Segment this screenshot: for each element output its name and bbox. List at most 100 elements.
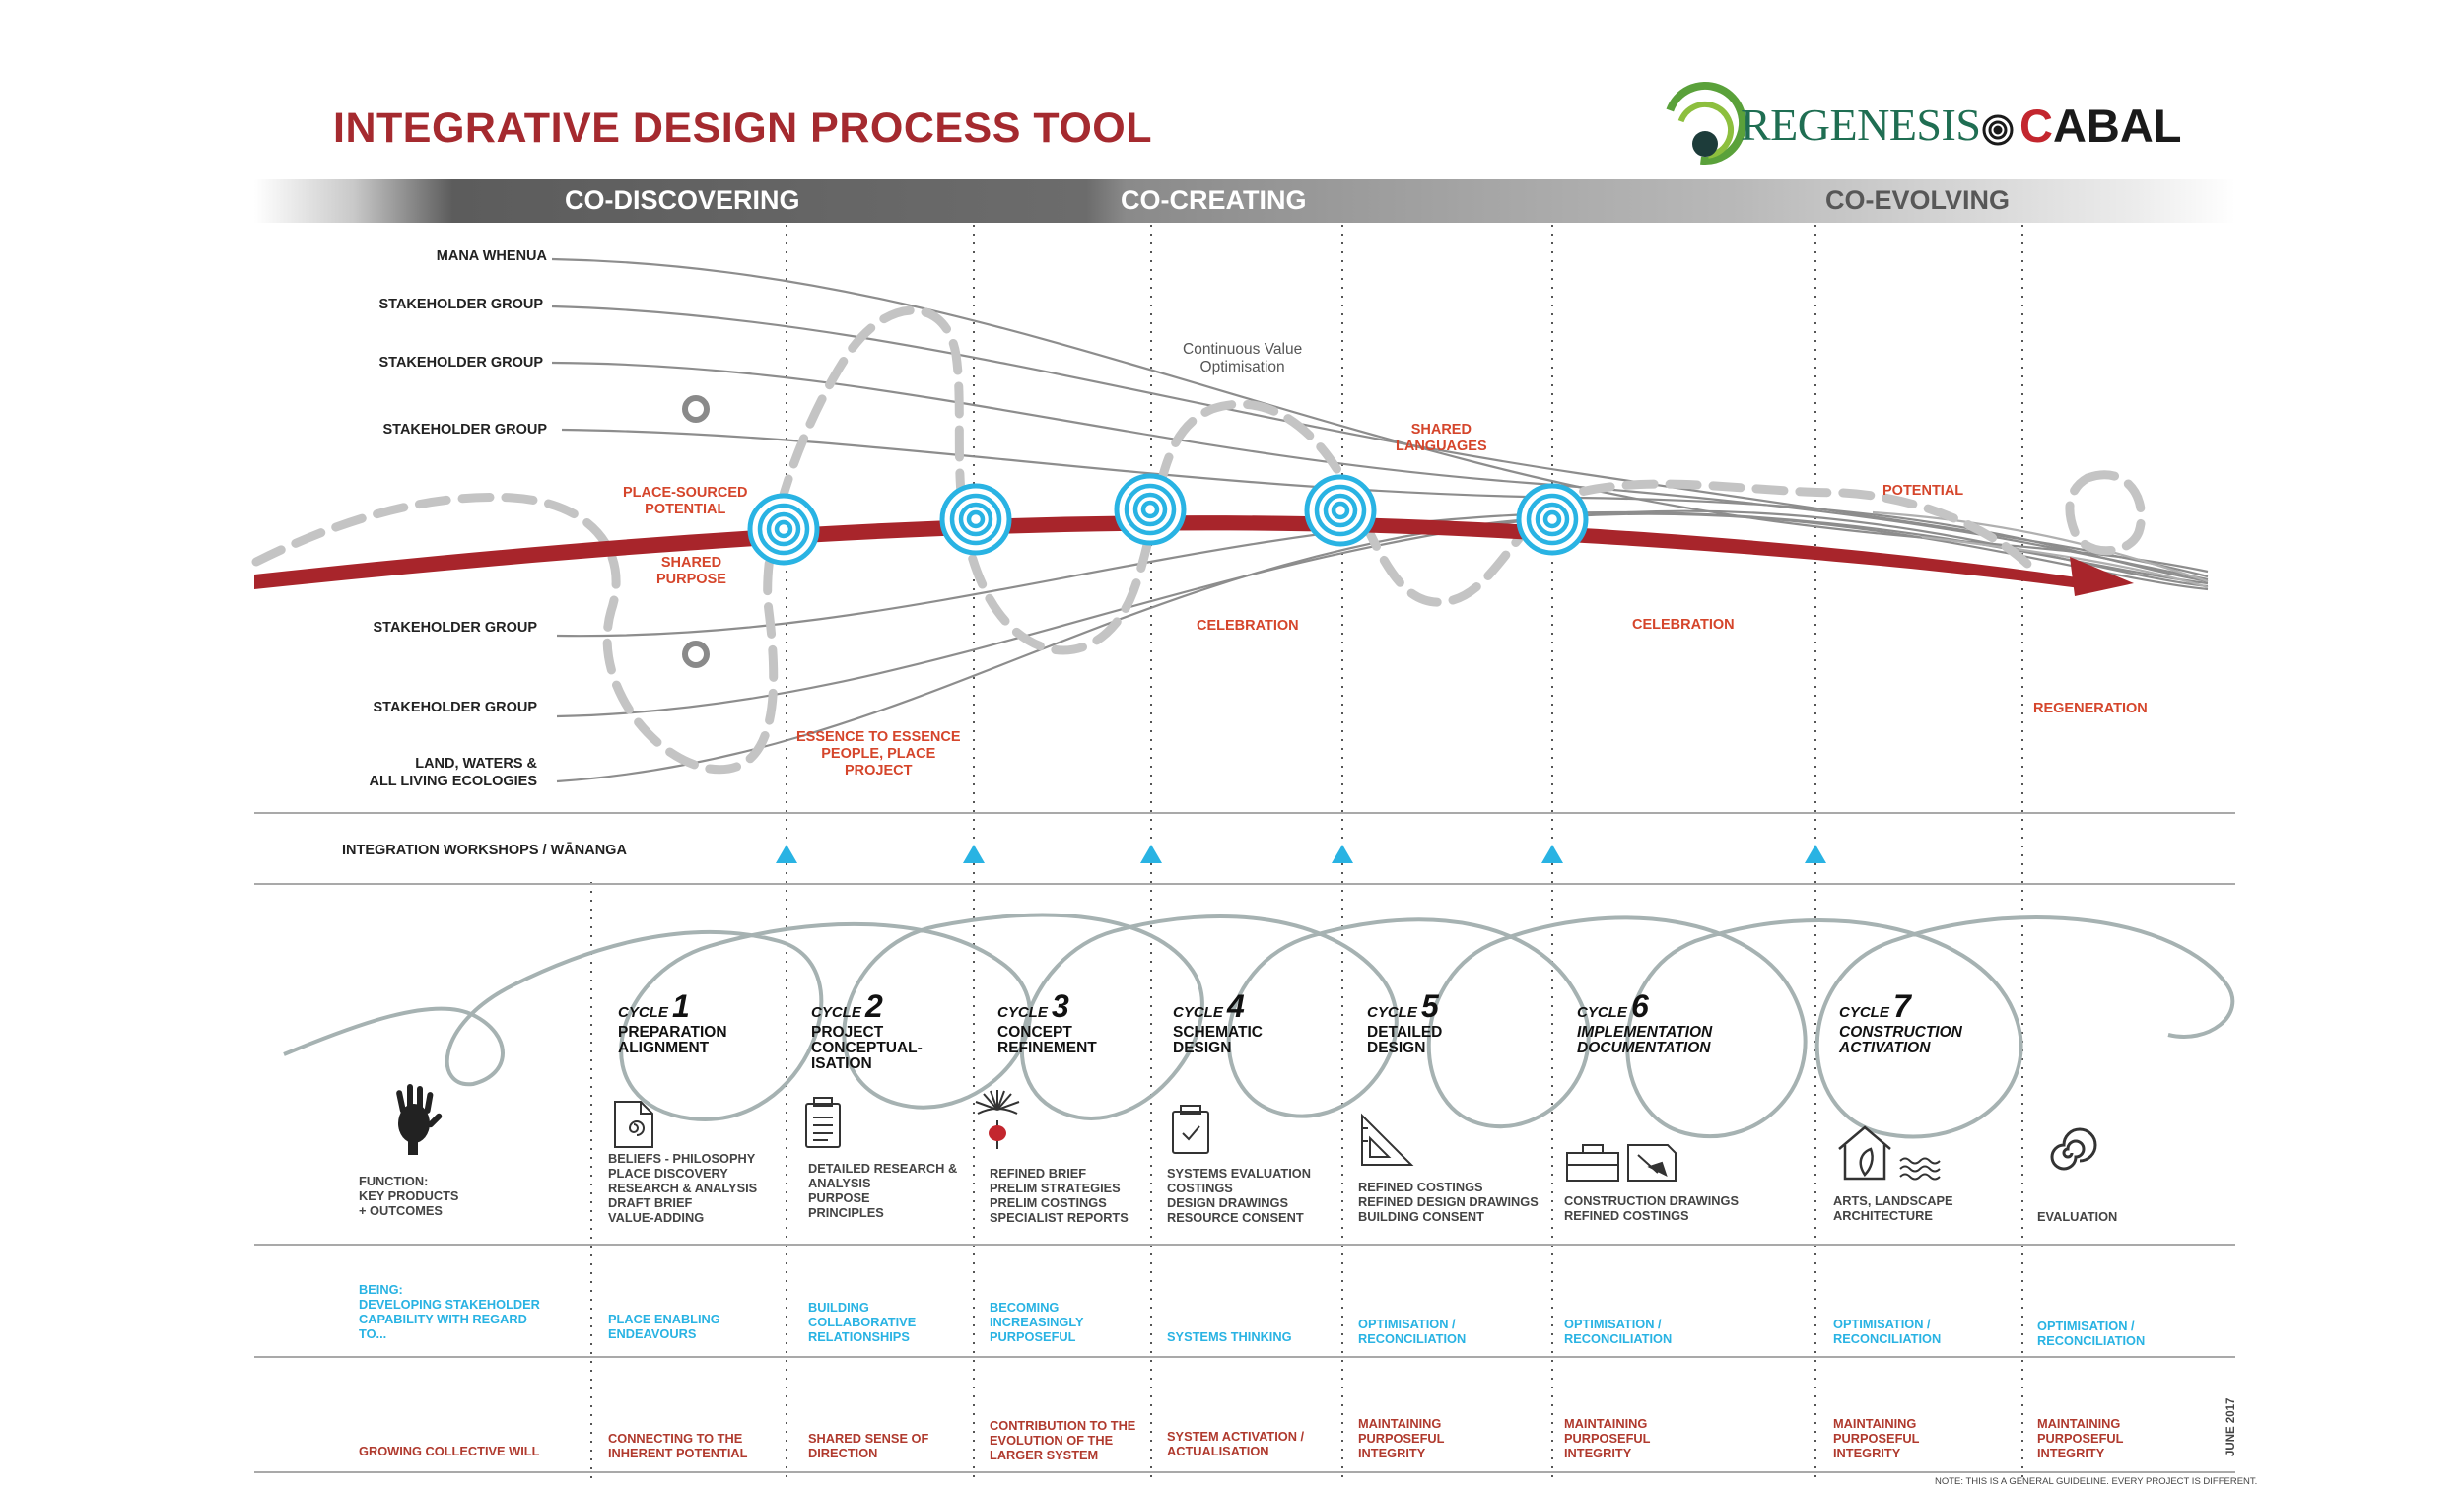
cabal-logo-rest: ABAL: [2052, 100, 2182, 152]
phase-co-discovering: CO-DISCOVERING: [565, 185, 800, 215]
lane-stakeholder-group: STAKEHOLDER GROUP: [378, 297, 544, 312]
workshops-label: INTEGRATION WORKSHOPS / WĀNANGA: [342, 843, 627, 858]
text-line: ARCHITECTURE: [1833, 1207, 1933, 1223]
text-line: MAINTAINING: [1358, 1416, 1442, 1431]
text-line: REFINED BRIEF: [990, 1166, 1087, 1181]
integration-node: [747, 493, 820, 566]
text-line: SYSTEMS EVALUATION: [1167, 1166, 1311, 1181]
cycle-name-line: DETAILED: [1367, 1023, 1443, 1041]
clipboard-icon: [805, 1097, 841, 1148]
key-products-cell: EVALUATION: [2037, 1209, 2117, 1225]
lane-stakeholder-group: STAKEHOLDER GROUP: [382, 422, 548, 438]
footnote: NOTE: THIS IS A GENERAL GUIDELINE. EVERY…: [1935, 1476, 2258, 1487]
label-line: ESSENCE TO ESSENCE: [796, 729, 961, 745]
text-line: PLACE DISCOVERY: [608, 1165, 728, 1181]
sunburst-plant-icon: [975, 1090, 1020, 1149]
lane-mana-whenua: MANA WHENUA: [436, 248, 547, 264]
cycle-name-line: ALIGNMENT: [618, 1040, 710, 1057]
text-line: BECOMING: [990, 1300, 1060, 1315]
label-line: PLACE-SOURCED: [623, 485, 748, 501]
stakeholder-flow-lines: [551, 257, 2209, 783]
main-process-arrow: [254, 515, 2134, 596]
text-line: LARGER SYSTEM: [990, 1447, 1099, 1462]
workshop-marker-triangle: [1805, 845, 1826, 863]
integration-node: [1114, 473, 1187, 546]
label-line: PROJECT: [845, 763, 913, 779]
label-line: TO...: [359, 1325, 387, 1341]
text-line: OPTIMISATION /: [1564, 1317, 1662, 1331]
label-line: LANGUAGES: [1396, 439, 1487, 455]
text-line: RECONCILIATION: [1564, 1330, 1673, 1346]
text-line: ANALYSIS: [808, 1175, 871, 1190]
cycle-name-line: CONSTRUCTION: [1839, 1023, 1962, 1041]
text-line: OPTIMISATION /: [2037, 1319, 2135, 1333]
text-line: SPECIALIST REPORTS: [990, 1209, 1129, 1225]
cycle-name-line: PREPARATION: [618, 1023, 727, 1041]
cycle-name-line: CONCEPT: [997, 1023, 1072, 1041]
cycles-spiral: [283, 913, 2235, 1139]
label-line: FUNCTION:: [359, 1174, 429, 1188]
text-line: DIRECTION: [808, 1445, 878, 1460]
text-line: DRAFT BRIEF: [608, 1194, 693, 1210]
cycle-number: 2: [865, 988, 883, 1024]
workshop-marker-triangle: [776, 845, 797, 863]
cycle-heading: CYCLE 4: [1173, 988, 1263, 1026]
cabal-logo-icon: [1982, 114, 2014, 146]
being-cell: OPTIMISATION /RECONCILIATION: [1833, 1317, 1941, 1347]
water-waves-icon: [1899, 1157, 1941, 1181]
cycle-name-line: DOCUMENTATION: [1577, 1040, 1711, 1057]
cycle-word: CYCLE: [1839, 1004, 1894, 1021]
text-line: COLLABORATIVE: [808, 1314, 917, 1329]
text-line: RESEARCH & ANALYSIS: [608, 1180, 758, 1195]
text-line: ENDEAVOURS: [608, 1325, 697, 1341]
cycle-heading: CYCLE 2: [811, 988, 923, 1026]
text-line: RELATIONSHIPS: [808, 1328, 910, 1344]
cycle-number: 1: [672, 988, 690, 1024]
text-line: PURPOSEFUL: [1833, 1430, 1920, 1446]
spiral-icon: [2050, 1127, 2097, 1171]
integration-nodes: [747, 473, 1589, 566]
text-line: INHERENT POTENTIAL: [608, 1445, 748, 1460]
text-line: RECONCILIATION: [2037, 1332, 2146, 1348]
text-line: DETAILED RESEARCH &: [808, 1161, 958, 1176]
text-line: DESIGN DRAWINGS: [1167, 1194, 1289, 1210]
text-line: PURPOSE: [808, 1189, 870, 1205]
integration-node: [1516, 483, 1589, 556]
page-title: INTEGRATIVE DESIGN PROCESS TOOL: [333, 104, 1153, 152]
label-line: DEVELOPING STAKEHOLDER: [359, 1296, 540, 1312]
workshop-marker-triangle: [1332, 845, 1353, 863]
cycle-word: CYCLE: [811, 1004, 866, 1021]
text-line: PURPOSEFUL: [1564, 1430, 1651, 1446]
cycle-name-line: PROJECT: [811, 1023, 884, 1041]
label-line: Continuous Value: [1183, 341, 1303, 358]
text-line: INTEGRITY: [1358, 1445, 1426, 1460]
text-line: OPTIMISATION /: [1833, 1317, 1931, 1331]
workshop-marker-triangle: [963, 845, 985, 863]
integration-node: [939, 483, 1012, 556]
cycle-word: CYCLE: [1367, 1004, 1422, 1021]
text-line: EVOLUTION OF THE: [990, 1432, 1114, 1448]
document-spiral-icon: [614, 1101, 653, 1148]
label-line: Optimisation: [1199, 359, 1285, 376]
being-label: BEING: DEVELOPING STAKEHOLDER CAPABILITY…: [359, 1282, 540, 1342]
text-line: INTEGRITY: [1564, 1445, 1632, 1460]
text-line: PRINCIPLES: [808, 1204, 884, 1220]
text-line: PURPOSEFUL: [2037, 1430, 2124, 1446]
cycle-name-line: ACTIVATION: [1839, 1040, 1931, 1057]
house-icon: [1838, 1125, 1891, 1181]
regenesis-logo-icon: [1664, 82, 1746, 165]
